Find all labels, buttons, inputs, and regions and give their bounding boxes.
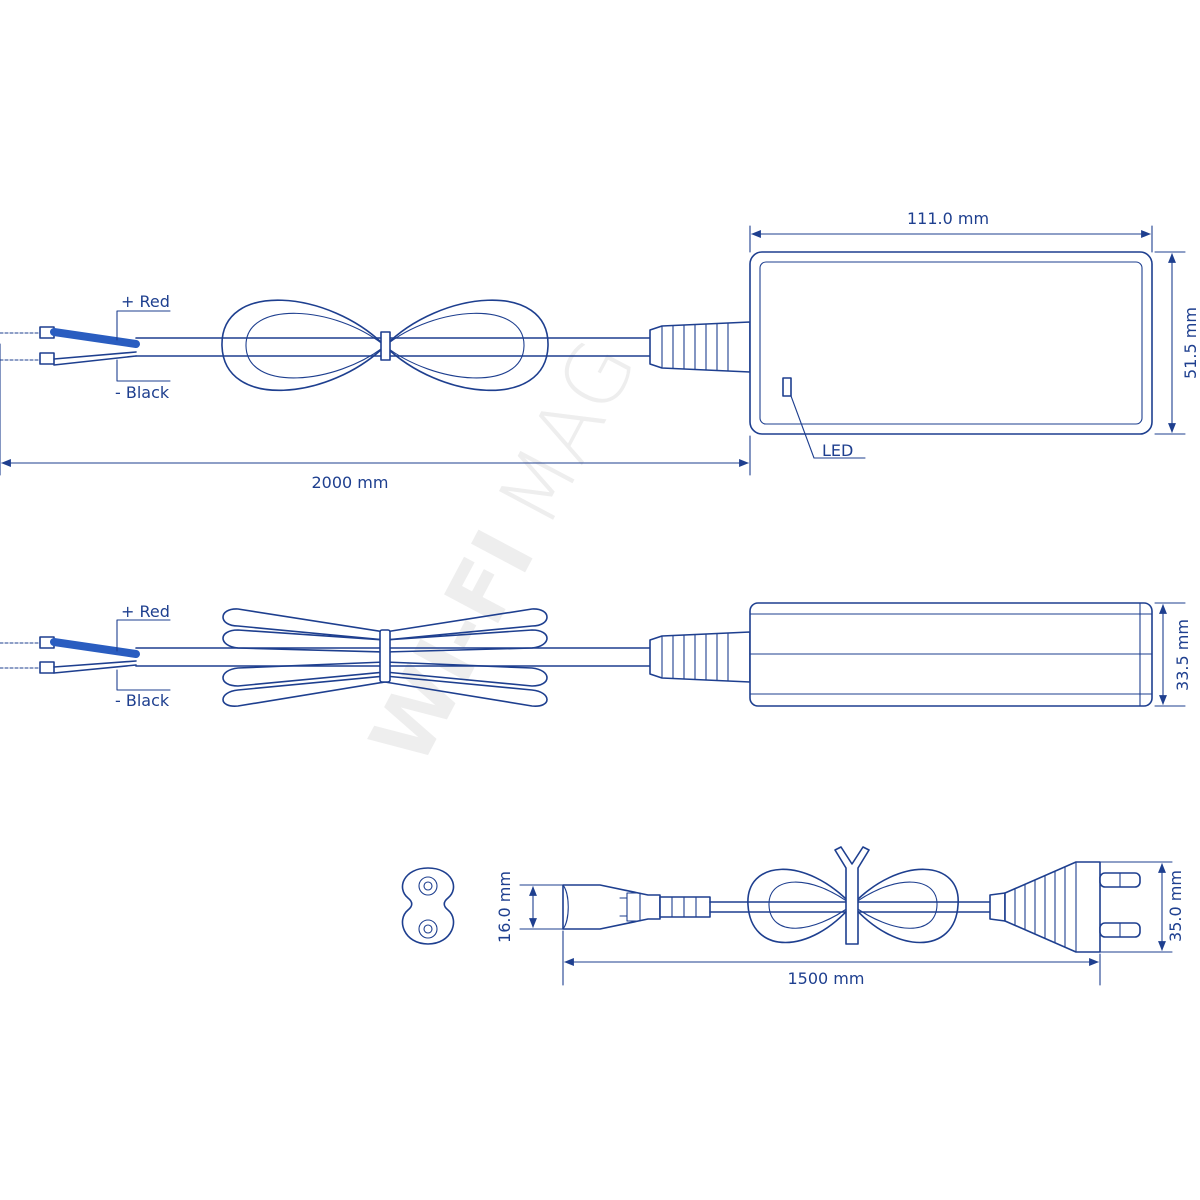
c7-connector-side <box>562 884 711 930</box>
cord-dimension-label: 1500 mm <box>788 969 865 988</box>
side-view: 33.5 mm + Red - Black <box>0 602 1192 710</box>
top-black-label: - Black <box>115 383 170 402</box>
top-black-wire <box>53 351 137 360</box>
side-strain-relief <box>649 631 751 683</box>
side-height-dimension <box>1154 602 1186 707</box>
top-width-dimension <box>749 225 1153 253</box>
led-label: LED <box>822 441 853 460</box>
top-black-ferrule <box>39 352 55 365</box>
top-cable-label: 2000 mm <box>312 473 389 492</box>
led-leader-line <box>790 395 866 459</box>
side-red-label: + Red <box>121 602 170 621</box>
plug-dimension-label: 35.0 mm <box>1166 870 1185 942</box>
connector-dimension-label: 16.0 mm <box>495 871 514 943</box>
top-red-leader <box>116 310 171 341</box>
side-dc-cable <box>135 647 651 667</box>
side-height-label: 33.5 mm <box>1173 619 1192 691</box>
led-indicator <box>782 377 792 397</box>
side-black-leader <box>116 669 171 691</box>
ac-cord-coil <box>747 846 959 945</box>
top-red-label: + Red <box>121 292 170 311</box>
top-cable-tie <box>380 331 391 361</box>
top-adapter-body <box>749 251 1153 459</box>
top-black-leader <box>116 359 171 382</box>
top-wires <box>0 326 140 366</box>
power-cord-view: 16.0 mm 35.0 mm 1500 mm <box>401 846 1185 988</box>
side-wires <box>0 636 140 674</box>
side-cable-bundle <box>222 608 548 707</box>
top-red-wire <box>50 328 140 348</box>
top-strain-relief <box>649 321 751 373</box>
top-black-wire-edge <box>53 355 137 366</box>
side-red-leader <box>116 619 171 652</box>
top-height-dimension <box>1154 251 1186 435</box>
top-height-label: 51.5 mm <box>1181 307 1200 379</box>
cord-dimension <box>562 930 1101 986</box>
c7-connector-face <box>401 867 455 945</box>
side-cable-tie <box>379 629 391 683</box>
top-cable-coil <box>221 299 549 392</box>
ac-cord-tie <box>834 846 870 945</box>
top-width-label: 111.0 mm <box>907 209 989 228</box>
connector-dimension <box>519 884 564 930</box>
euro-plug <box>989 861 1141 953</box>
plug-dimension <box>1099 861 1173 953</box>
watermark: WI-FI MAG <box>351 324 655 779</box>
top-view: 111.0 mm 51.5 mm 2000 mm + Red - Black L… <box>0 209 1200 492</box>
side-black-label: - Black <box>115 691 170 710</box>
top-cable-dimension <box>0 343 751 476</box>
side-adapter-body <box>749 602 1153 707</box>
